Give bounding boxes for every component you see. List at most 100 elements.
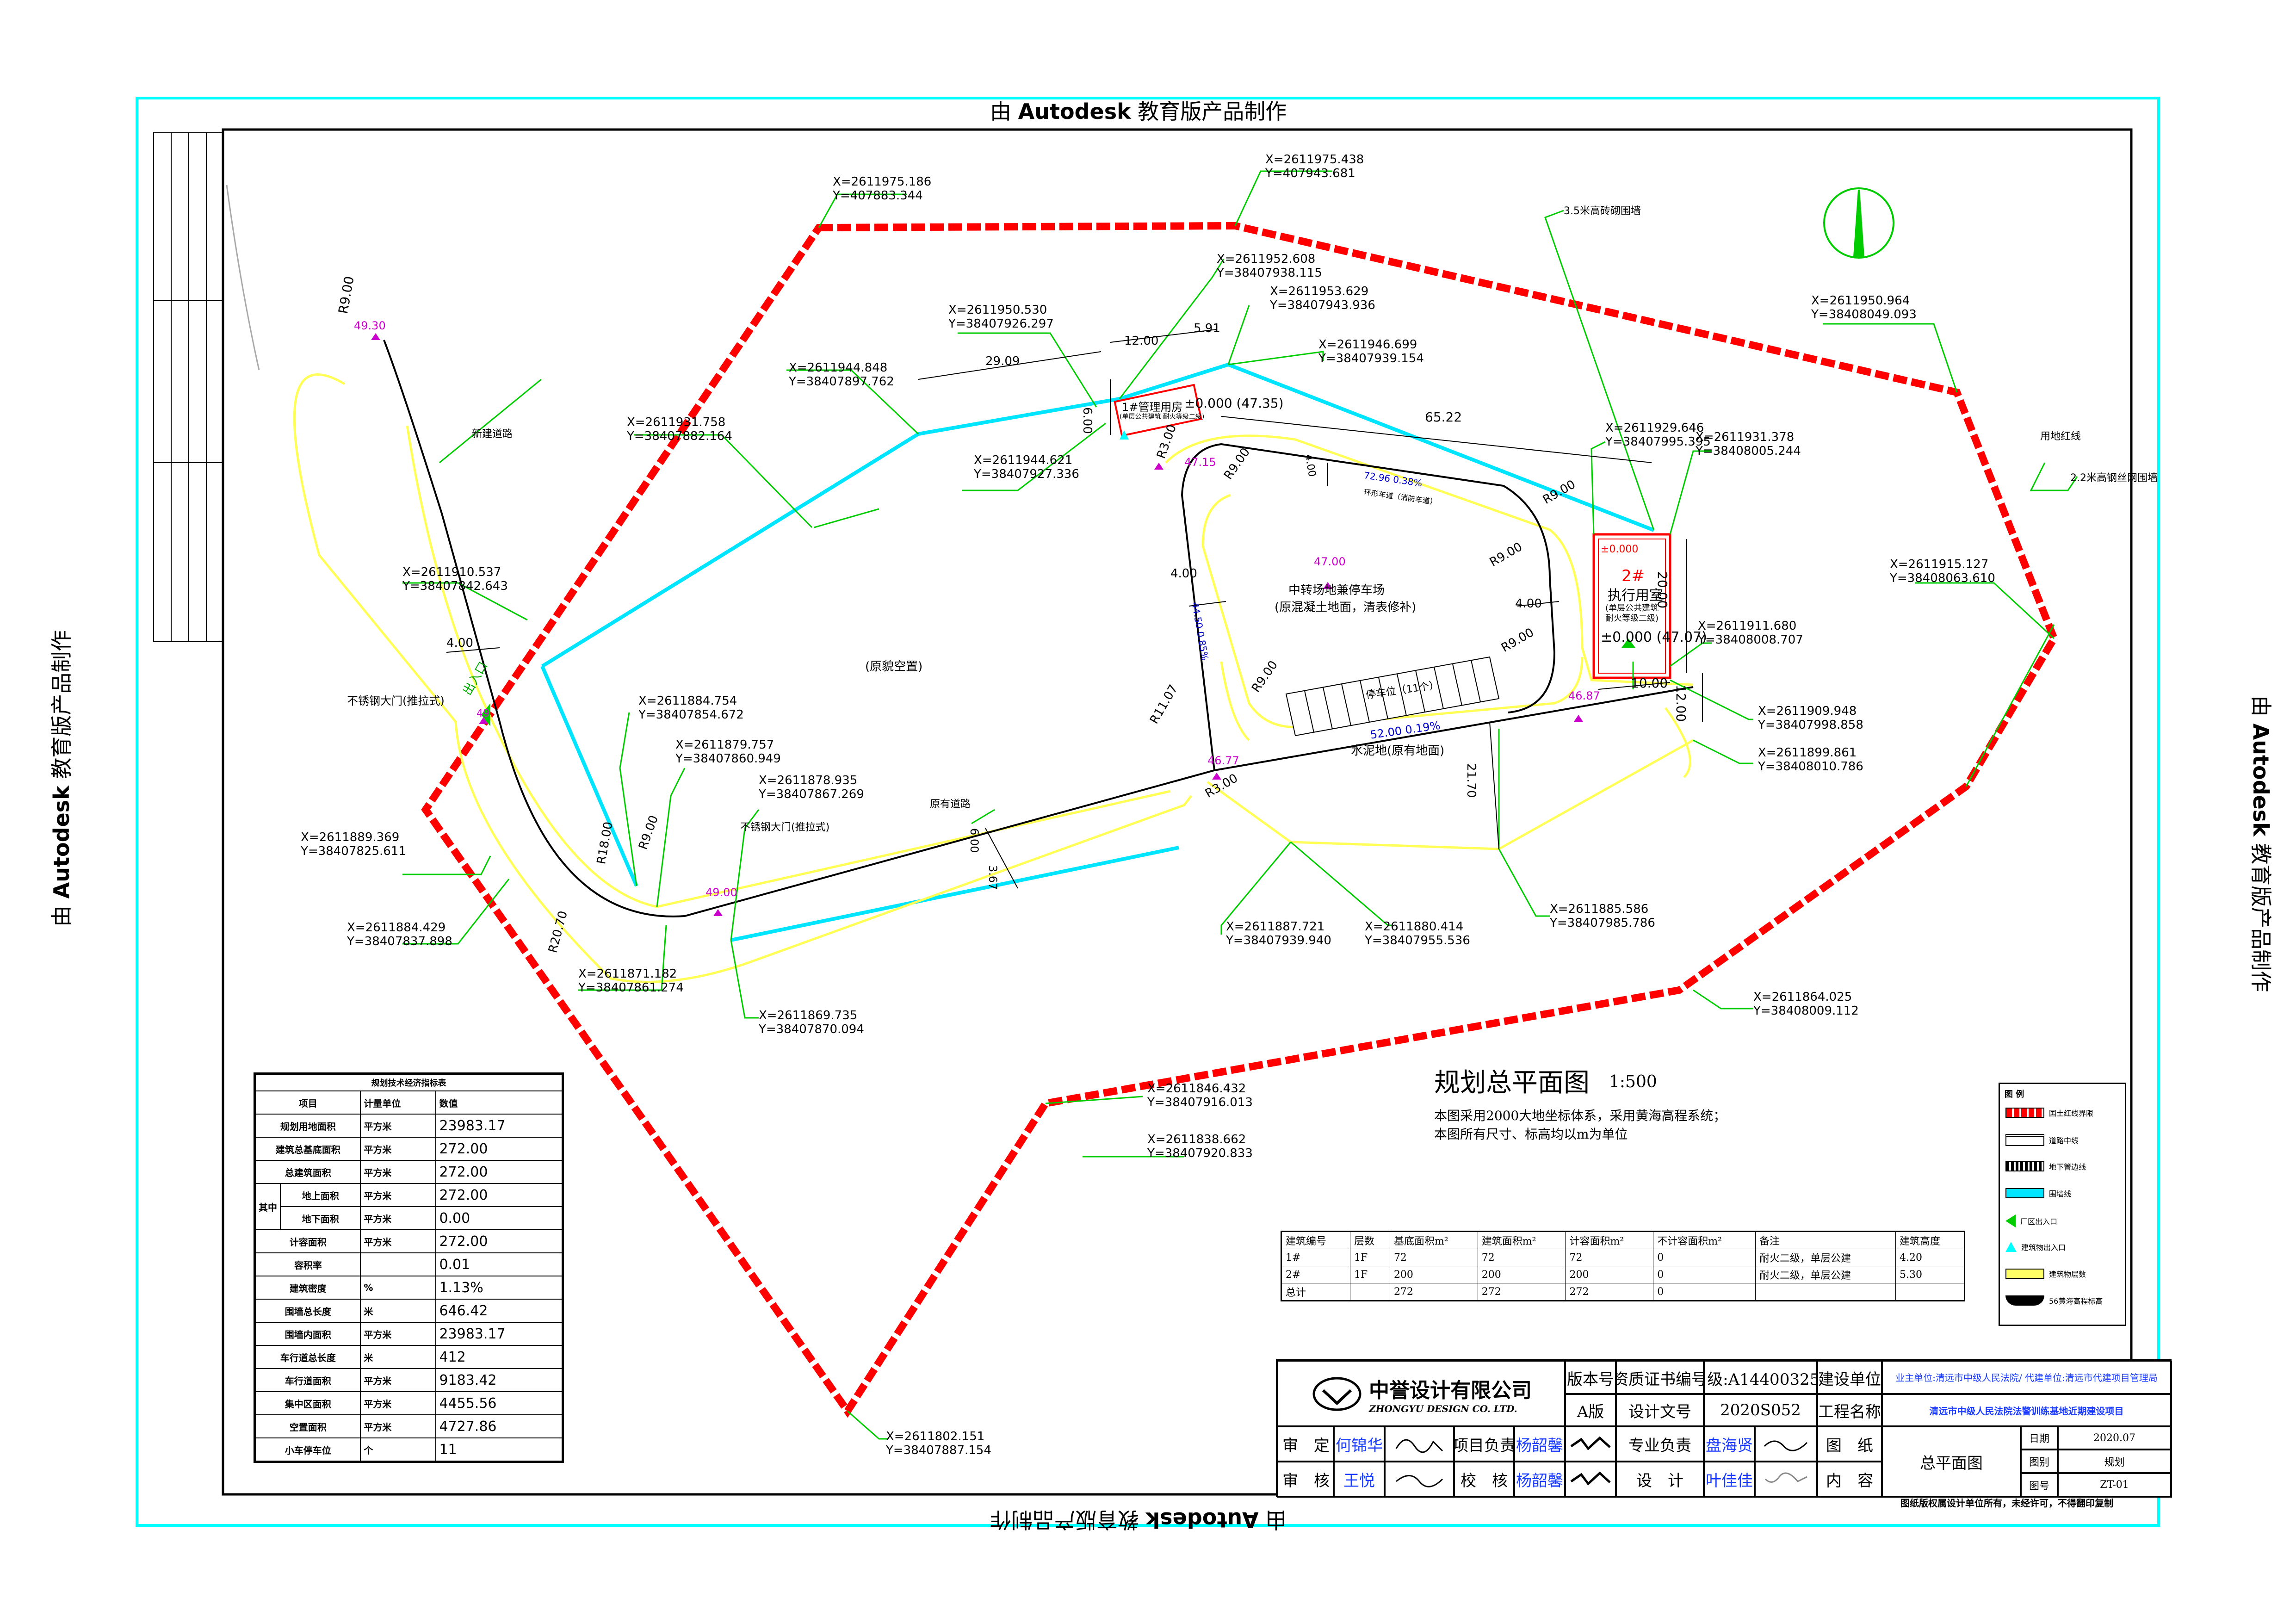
econ-item-value: 272.00 bbox=[435, 1229, 563, 1253]
plan-label-d4-00c: 4.00 bbox=[1515, 597, 1542, 611]
econ-item-name: 集中区面积 bbox=[254, 1391, 361, 1415]
plan-label-d6-00b: 6.00 bbox=[968, 828, 981, 853]
leader-lines bbox=[402, 170, 2078, 1440]
approve-signature bbox=[1384, 1425, 1455, 1462]
econ-item-name: 地下面积 bbox=[279, 1206, 361, 1230]
legend-swatch bbox=[2005, 1161, 2044, 1171]
road-centerline bbox=[383, 340, 1694, 917]
coord-y: Y=38407897.762 bbox=[789, 375, 894, 389]
discipline-signature bbox=[1754, 1425, 1818, 1462]
coord-x: X=2611878.935 bbox=[759, 774, 858, 787]
coord-y: Y=38407927.336 bbox=[974, 467, 1079, 481]
pm-label: 项目负责 bbox=[1453, 1425, 1515, 1462]
econ-item-name: 规划用地面积 bbox=[254, 1114, 361, 1138]
bld-head-cell: 计容面积m² bbox=[1565, 1232, 1654, 1249]
sheet-label: 图号 bbox=[2020, 1472, 2059, 1498]
bld-cell: 1F bbox=[1349, 1266, 1390, 1283]
watermark-bottom: 由 Autodesk 教育版产品制作 bbox=[990, 1507, 1287, 1532]
coord-x: X=2611899.861 bbox=[1758, 746, 1857, 760]
bld-cell: 72 bbox=[1477, 1249, 1566, 1266]
legend-text: 国土红线界限 bbox=[2049, 1109, 2094, 1118]
econ-item-name: 容积率 bbox=[254, 1252, 361, 1276]
coord-x: X=2611884.754 bbox=[638, 694, 737, 708]
approve-label: 审 定 bbox=[1277, 1425, 1335, 1462]
econ-item-unit: 平方米 bbox=[360, 1137, 437, 1161]
plan-label-d5-91: 5.91 bbox=[1194, 322, 1220, 335]
coord-y: Y=38408009.112 bbox=[1753, 1004, 1859, 1018]
plan-label-d12-00: 12.00 bbox=[1124, 334, 1159, 348]
plan-label-wall-35: 3.5米高砖砌围墙 bbox=[1564, 205, 1641, 217]
coord-x: X=2611879.757 bbox=[675, 738, 774, 752]
coord-x: X=2611975.186 bbox=[833, 175, 932, 189]
design-no-value: 2020S052 bbox=[1703, 1393, 1818, 1427]
econ-item-value: 0.00 bbox=[435, 1206, 563, 1230]
econ-item-unit: 平方米 bbox=[360, 1391, 437, 1415]
econ-item-value: 272.00 bbox=[435, 1137, 563, 1161]
coord-x: X=2611952.608 bbox=[1217, 252, 1316, 266]
land-boundary-redline bbox=[421, 222, 2058, 1418]
building-2 bbox=[1592, 533, 1671, 679]
bld-cell: 200 bbox=[1565, 1266, 1654, 1283]
plan-label-e49-00: 49.00 bbox=[706, 886, 737, 899]
bld-head-cell: 备注 bbox=[1755, 1232, 1896, 1249]
legend-text: 56黄海高程标高 bbox=[2049, 1297, 2103, 1306]
bld-cell: 1# bbox=[1281, 1249, 1350, 1266]
plan-label-empty: (原貌空置) bbox=[865, 660, 923, 674]
discipline-name: 盘海贤 bbox=[1703, 1425, 1756, 1462]
cert-number: 甲级:A144003251 bbox=[1703, 1361, 1818, 1395]
pm-name: 杨韶馨 bbox=[1513, 1425, 1566, 1462]
coord-y: Y=38407998.858 bbox=[1758, 718, 1863, 732]
bld-cell: 0 bbox=[1653, 1283, 1756, 1301]
econ-item-value: 23983.17 bbox=[435, 1322, 563, 1346]
plan-label-d29-09: 29.09 bbox=[985, 354, 1020, 368]
econ-item-name: 空置面积 bbox=[254, 1414, 361, 1438]
plan-label-d10-00: 10.00 bbox=[1631, 675, 1668, 691]
econ-item-unit: 平方米 bbox=[360, 1368, 437, 1392]
bld-cell: 72 bbox=[1389, 1249, 1478, 1266]
bld-cell: 72 bbox=[1565, 1249, 1654, 1266]
title-block: 中誉设计有限公司 ZHONGYU DESIGN CO. LTD. 版本号 资质证… bbox=[1276, 1359, 2172, 1498]
inner-frame bbox=[222, 128, 2133, 1496]
econ-item-value: 9183.42 bbox=[435, 1368, 563, 1392]
coord-x: X=2611864.025 bbox=[1753, 990, 1852, 1004]
plan-label-e47-00: 47.00 bbox=[1314, 555, 1346, 568]
econ-item-name: 总建筑面积 bbox=[254, 1160, 361, 1184]
econ-head-value: 数值 bbox=[435, 1090, 563, 1115]
plan-note-2: 本图所有尺寸、标高均以m为单位 bbox=[1434, 1127, 1628, 1142]
econ-item-unit: 平方米 bbox=[360, 1114, 437, 1138]
coord-x: X=2611946.699 bbox=[1318, 338, 1417, 352]
stage-label: 图别 bbox=[2020, 1449, 2059, 1474]
bld-head-cell: 不计容面积m² bbox=[1653, 1232, 1756, 1249]
bld-entrance-2 bbox=[1621, 638, 1635, 648]
coord-y: Y=38407985.786 bbox=[1550, 916, 1655, 930]
legend-text: 地下管边线 bbox=[2049, 1163, 2086, 1171]
cert-label: 资质证书编号 bbox=[1615, 1361, 1705, 1395]
company-name-en: ZHONGYU DESIGN CO. LTD. bbox=[1369, 1403, 1517, 1414]
bld-cell: 200 bbox=[1389, 1266, 1478, 1283]
bld-cell: 5.30 bbox=[1895, 1266, 1965, 1283]
econ-item-unit: 平方米 bbox=[360, 1160, 437, 1184]
econ-item-name: 建筑总基底面积 bbox=[254, 1137, 361, 1161]
review-name: 王悦 bbox=[1333, 1461, 1386, 1498]
coord-y: Y=38407867.269 bbox=[759, 787, 864, 801]
coord-x: X=2611931.758 bbox=[627, 415, 726, 429]
coord-y: Y=38407842.643 bbox=[402, 579, 508, 593]
coord-y: Y=38407939.940 bbox=[1226, 934, 1331, 948]
date-value: 2020.07 bbox=[2057, 1425, 2172, 1450]
coord-y: Y=38407882.164 bbox=[627, 429, 732, 443]
